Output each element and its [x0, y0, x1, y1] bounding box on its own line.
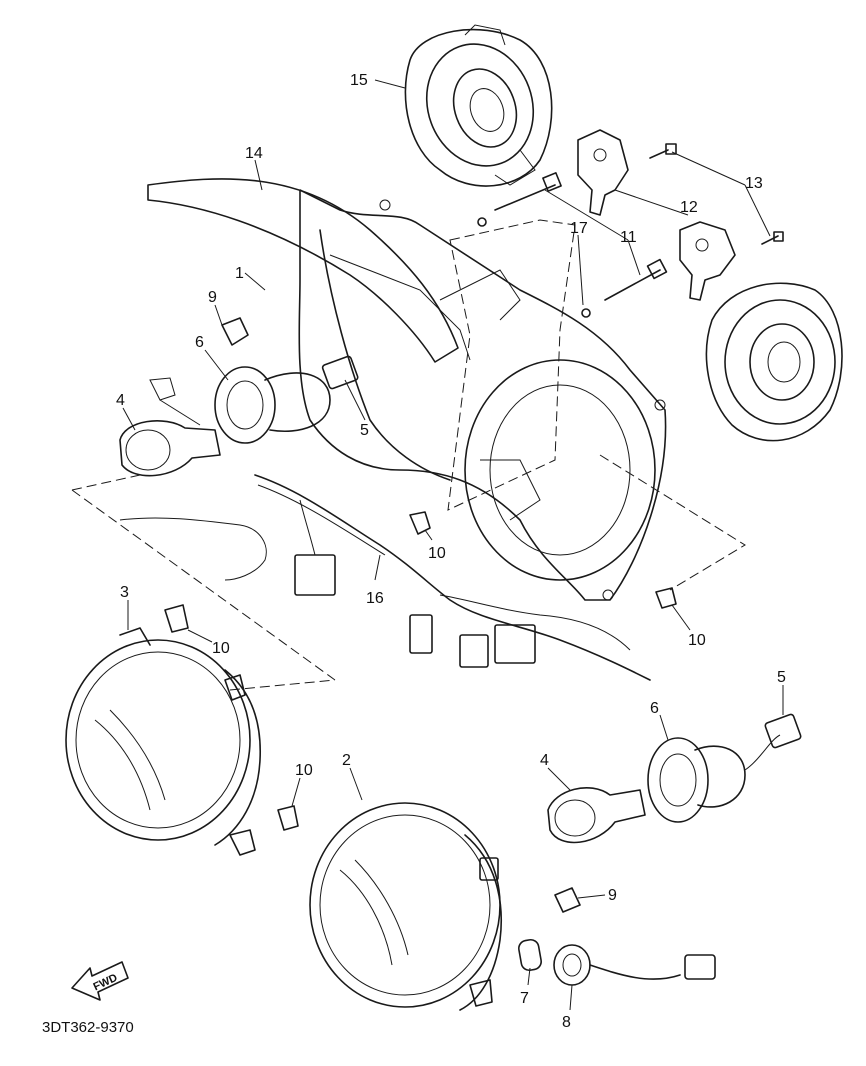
bolt-13-lower [761, 231, 784, 245]
part-label-13: 13 [745, 175, 763, 192]
part-label-10-left-bottom: 10 [295, 762, 313, 779]
part-label-2: 2 [342, 752, 351, 769]
position-lamp-socket-cord [553, 944, 716, 986]
adjuster-screw-lower [604, 258, 668, 301]
headlight-frame-bracket [298, 189, 667, 601]
part-label-7: 7 [520, 990, 529, 1007]
part-label-10-left-top: 10 [212, 640, 230, 657]
grommet-10-center [409, 511, 431, 535]
part-label-9-lower: 9 [608, 887, 617, 904]
bulb-socket-right [647, 734, 781, 823]
part-label-9-upper: 9 [208, 289, 217, 306]
headlight-unit-right [309, 802, 503, 1011]
headlight-unit-left [65, 627, 261, 856]
headlight-bulb-right [547, 787, 646, 844]
part-label-6-lower: 6 [650, 700, 659, 717]
adjuster-screw-upper [494, 172, 562, 211]
part-label-1: 1 [235, 265, 244, 282]
wire-harness [119, 474, 651, 681]
clip-17-group [477, 217, 591, 318]
part-label-4-upper: 4 [116, 392, 125, 409]
part-label-10-center: 10 [428, 545, 446, 562]
mount-bracket-upper [577, 129, 629, 216]
connector-right [764, 713, 802, 749]
headlight-bulb-left [119, 377, 221, 477]
grommet-10-right [655, 587, 677, 609]
part-label-17: 17 [570, 220, 588, 237]
forward-direction-arrow: FWD [71, 961, 129, 1001]
mount-bracket-lower [679, 221, 736, 301]
part-label-4-lower: 4 [540, 752, 549, 769]
part-label-8: 8 [562, 1014, 571, 1031]
dashed-reference-lines [71, 219, 746, 691]
grommet-10-left-top [164, 604, 189, 633]
grommet-10-left-bottom [277, 805, 299, 831]
bolt-13-upper [649, 143, 677, 159]
label-leaders [122, 79, 784, 1011]
catalog-code: 3DT362-9370 [42, 1019, 134, 1036]
headlight-housing-rear-right [705, 282, 843, 442]
part-label-14: 14 [245, 145, 263, 162]
headlight-housing-rear-upper [404, 24, 553, 187]
part-label-12: 12 [680, 199, 698, 216]
top-cover-panel [147, 178, 459, 363]
part-label-10-right: 10 [688, 632, 706, 649]
part-label-15: 15 [350, 72, 368, 89]
part-label-5-lower: 5 [777, 669, 786, 686]
part-label-5-upper: 5 [360, 422, 369, 439]
part-label-3: 3 [120, 584, 129, 601]
position-lamp-bulb [518, 938, 542, 972]
part-label-6-upper: 6 [195, 334, 204, 351]
position-lamp-holder-left [221, 317, 249, 346]
position-lamp-holder-right [554, 887, 581, 913]
part-label-11: 11 [620, 229, 637, 246]
bulb-socket-left [214, 355, 359, 444]
part-label-16: 16 [366, 590, 384, 607]
